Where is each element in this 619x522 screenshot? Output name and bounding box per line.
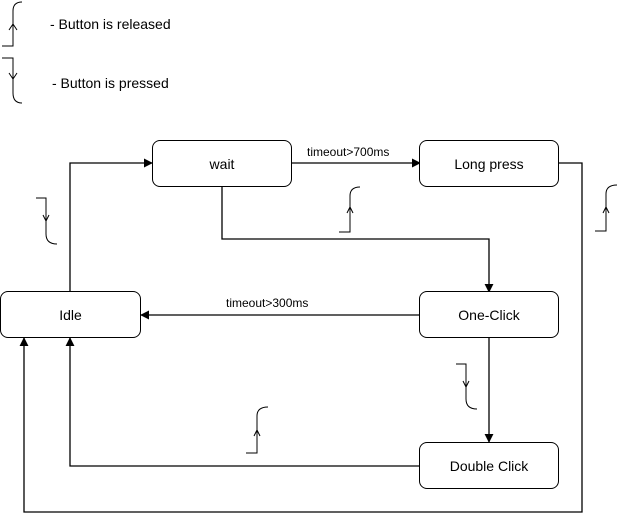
falling-edge-icon	[456, 363, 478, 410]
edge-wait-to-one-click	[221, 187, 494, 293]
rising-edge-icon	[339, 186, 361, 233]
rising-edge-icon	[595, 184, 618, 232]
edge-label-timeout-700: timeout>700ms	[307, 145, 390, 159]
edge-idle-to-wait	[69, 158, 153, 292]
edge-double-click-to-idle	[65, 337, 420, 467]
edge-long-press-to-idle	[19, 162, 583, 513]
state-wait: wait	[152, 140, 292, 187]
state-one-click: One-Click	[419, 291, 559, 338]
rising-edge-icon	[246, 406, 269, 454]
arrow-up-icon	[8, 23, 18, 31]
legend-pressed-label: - Button is pressed	[52, 75, 169, 91]
legend-released-label: - Button is released	[50, 16, 171, 32]
state-double-click: Double Click	[419, 442, 559, 489]
edge-label-timeout-300: timeout>300ms	[226, 296, 309, 310]
arrow-down-icon	[8, 72, 18, 80]
state-long-press: Long press	[419, 140, 559, 187]
state-idle: Idle	[0, 291, 141, 338]
rising-edge-icon	[2, 1, 23, 47]
falling-edge-icon	[2, 57, 23, 104]
falling-edge-icon	[36, 197, 58, 245]
